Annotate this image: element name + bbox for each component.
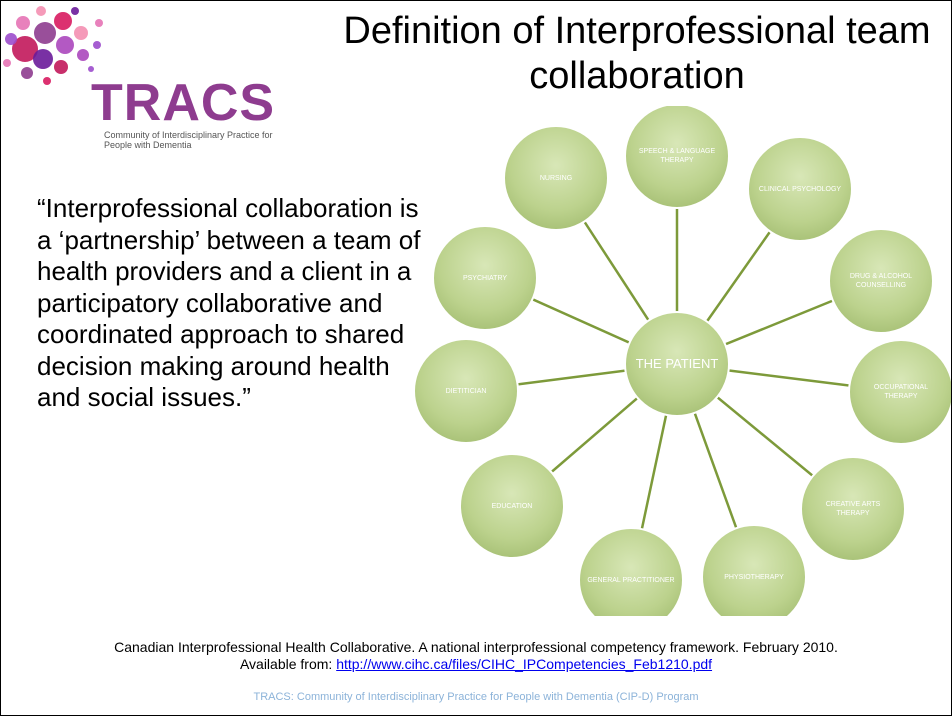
node-drug-and-alcohol-counselling bbox=[828, 228, 934, 334]
node-label-psychiatry: PSYCHIATRY bbox=[462, 274, 508, 282]
logo-bubbles-icon bbox=[3, 6, 103, 85]
node-label-creative-arts-therapy: CREATIVE ARTS THERAPY bbox=[825, 501, 881, 517]
node-the-patient bbox=[624, 311, 730, 417]
node-label-speech-and-language-therapy: SPEECH & LANGUAGE THERAPY bbox=[638, 148, 716, 164]
citation-text: Canadian Interprofessional Health Collab… bbox=[114, 639, 838, 655]
node-nursing bbox=[503, 125, 609, 231]
node-clinical-psychology bbox=[747, 136, 853, 242]
tracs-logo: TRACS Community of Interdisciplinary Pra… bbox=[3, 3, 293, 150]
node-label-education: EDUCATION bbox=[491, 502, 533, 510]
node-occupational-therapy bbox=[848, 339, 951, 445]
footer-text: TRACS: Community of Interdisciplinary Pr… bbox=[253, 691, 699, 703]
logo-tagline: Community of Interdisciplinary Practice … bbox=[104, 130, 273, 150]
node-label-occupational-therapy: OCCUPATIONAL THERAPY bbox=[873, 384, 929, 400]
node-label-the-patient: THE PATIENT bbox=[635, 356, 719, 371]
slide-title: Definition of Interprofessional team col… bbox=[343, 10, 931, 97]
node-label-dietitician: DIETITICIAN bbox=[445, 387, 487, 395]
diagram-canvas bbox=[413, 106, 951, 616]
collaboration-diagram: SPEECH & LANGUAGE THERAPY CLINICAL PSYCHO… bbox=[401, 106, 951, 616]
node-label-physiotherapy: PHYSIOTHERAPY bbox=[724, 573, 784, 581]
citation-link[interactable]: http://www.cihc.ca/files/CIHC_IPCompeten… bbox=[336, 656, 713, 672]
definition-quote: “Interprofessional collaboration is a ‘p… bbox=[37, 193, 421, 412]
node-label-drug-and-alcohol-counselling: DRUG & ALCOHOL COUNSELLING bbox=[849, 273, 913, 289]
node-label-nursing: NURSING bbox=[539, 174, 573, 182]
citation-source: Available from: http://www.cihc.ca/files… bbox=[1, 656, 951, 673]
node-speech-and-language-therapy bbox=[624, 106, 730, 209]
node-dietitician bbox=[413, 338, 519, 444]
node-education bbox=[459, 453, 565, 559]
node-physiotherapy bbox=[701, 524, 807, 616]
citation: Canadian Interprofessional Health Collab… bbox=[1, 639, 951, 673]
node-creative-arts-therapy bbox=[800, 456, 906, 562]
node-general-practitioner bbox=[578, 527, 684, 616]
logo-wordmark: TRACS bbox=[91, 74, 276, 132]
node-label-clinical-psychology: CLINICAL PSYCHOLOGY bbox=[758, 185, 842, 193]
node-label-general-practitioner: GENERAL PRACTITIONER bbox=[587, 576, 675, 584]
citation-available-prefix: Available from: bbox=[239, 656, 337, 672]
node-psychiatry bbox=[432, 225, 538, 331]
